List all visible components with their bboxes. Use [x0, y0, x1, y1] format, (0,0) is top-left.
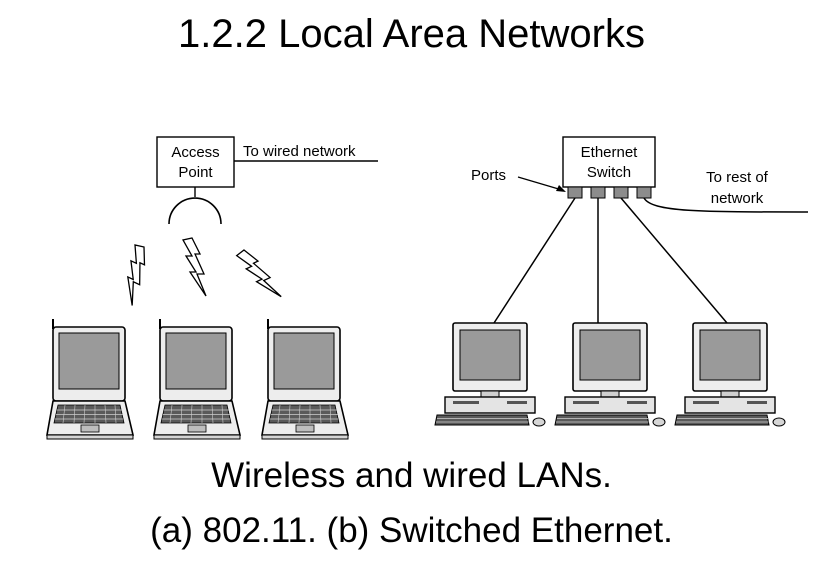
- ethernet-switch-group: Ethernet Switch Ports To rest of network: [471, 136, 809, 213]
- desktop-computer-icon: [554, 322, 666, 427]
- switch-label-line2: Switch: [587, 164, 631, 181]
- switch-port: [613, 186, 629, 199]
- lightning-signal-icon: [110, 242, 158, 307]
- desktop-computer-icon: [674, 322, 786, 427]
- access-point-box: [156, 136, 235, 188]
- ports-callout-arrow: [517, 176, 563, 191]
- ethernet-cable: [493, 197, 576, 324]
- ports-callout-arrowhead: [556, 185, 566, 192]
- ethernet-switch-box: [562, 136, 656, 188]
- switch-port: [636, 186, 652, 199]
- rest-of-network-link: [643, 197, 809, 213]
- caption-line-1: Wireless and wired LANs.: [211, 456, 612, 495]
- caption-line-2: (a) 802.11. (b) Switched Ethernet.: [150, 511, 673, 550]
- lightning-signal-icon: [182, 237, 207, 297]
- to-rest-label-line2: network: [711, 190, 764, 207]
- laptop-icon: [261, 318, 349, 440]
- switch-label-line1: Ethernet: [581, 144, 639, 161]
- lan-diagram: Access Point To wired network Ethernet S…: [46, 136, 809, 440]
- slide-title: 1.2.2 Local Area Networks: [178, 12, 645, 56]
- access-point-group: Access Point To wired network: [156, 136, 378, 225]
- antenna-icon: [168, 197, 222, 225]
- switch-port: [567, 186, 583, 199]
- to-wired-network-label: To wired network: [243, 143, 356, 160]
- ethernet-cable: [620, 197, 728, 324]
- laptop-icon: [46, 318, 134, 440]
- lightning-signal-icon: [235, 243, 282, 308]
- laptop-icon: [153, 318, 241, 440]
- desktop-computer-icon: [434, 322, 546, 427]
- switch-port: [590, 186, 606, 199]
- access-point-label-line2: Point: [178, 164, 213, 181]
- ports-label: Ports: [471, 167, 506, 184]
- to-rest-label-line1: To rest of: [706, 169, 769, 186]
- access-point-label-line1: Access: [171, 144, 219, 161]
